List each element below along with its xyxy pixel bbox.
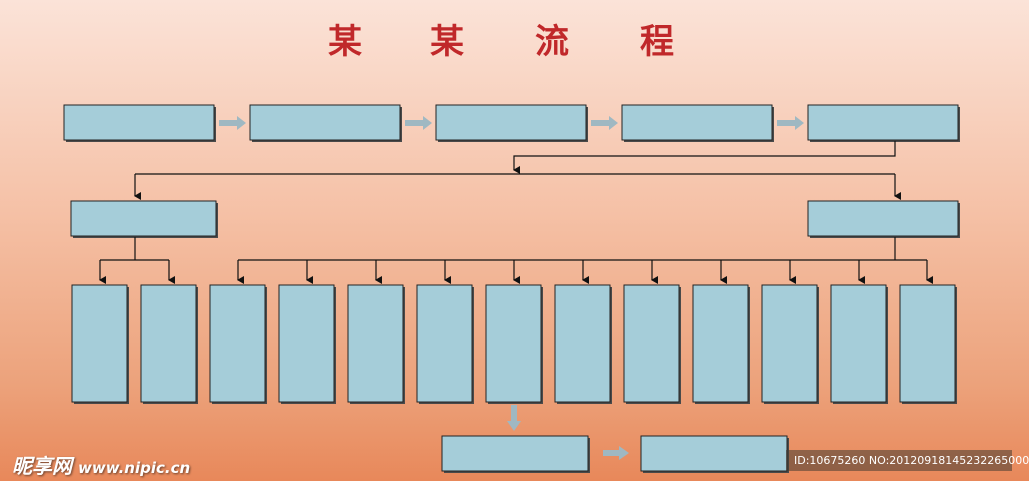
top-box-3	[435, 104, 588, 142]
title-char-1: 某	[328, 22, 362, 62]
col-box-12	[830, 284, 888, 404]
title-char-4: 程	[640, 22, 674, 62]
col-box-11	[761, 284, 819, 404]
top-box-5	[807, 104, 960, 142]
col-box-7	[485, 284, 543, 404]
image-id-bar: ID:10675260 NO:20120918145232265000	[786, 450, 1029, 471]
col-box-8	[554, 284, 612, 404]
col-box-6	[416, 284, 474, 404]
top-box-1	[63, 104, 216, 142]
title-char-3: 流	[535, 22, 569, 62]
gray-arrow-5	[603, 446, 629, 460]
col-box-1	[71, 284, 129, 404]
col-box-9	[623, 284, 681, 404]
col-box-13	[899, 284, 957, 404]
gray-arrow-3	[591, 116, 618, 130]
gray-arrow-1	[219, 116, 246, 130]
gray-arrow-2	[405, 116, 432, 130]
col-box-4	[278, 284, 336, 404]
bottom-box-1	[441, 435, 590, 473]
bottom-box-2	[640, 435, 789, 473]
watermark: 昵享网 www.nipic.cn	[12, 450, 190, 479]
col-box-3	[209, 284, 267, 404]
top-box-4	[621, 104, 774, 142]
connector-top-to-split	[513, 141, 896, 174]
col-box-2	[140, 284, 198, 404]
watermark-url: www.nipic.cn	[78, 459, 191, 477]
mid-box-left	[70, 200, 218, 238]
mid-box-right	[807, 200, 960, 238]
title-char-2: 某	[430, 22, 464, 62]
col-box-5	[347, 284, 405, 404]
gray-arrow-down	[507, 405, 521, 431]
gray-arrow-4	[777, 116, 804, 130]
top-box-2	[249, 104, 402, 142]
col-box-10	[692, 284, 750, 404]
watermark-logo: 昵享网	[12, 454, 72, 478]
